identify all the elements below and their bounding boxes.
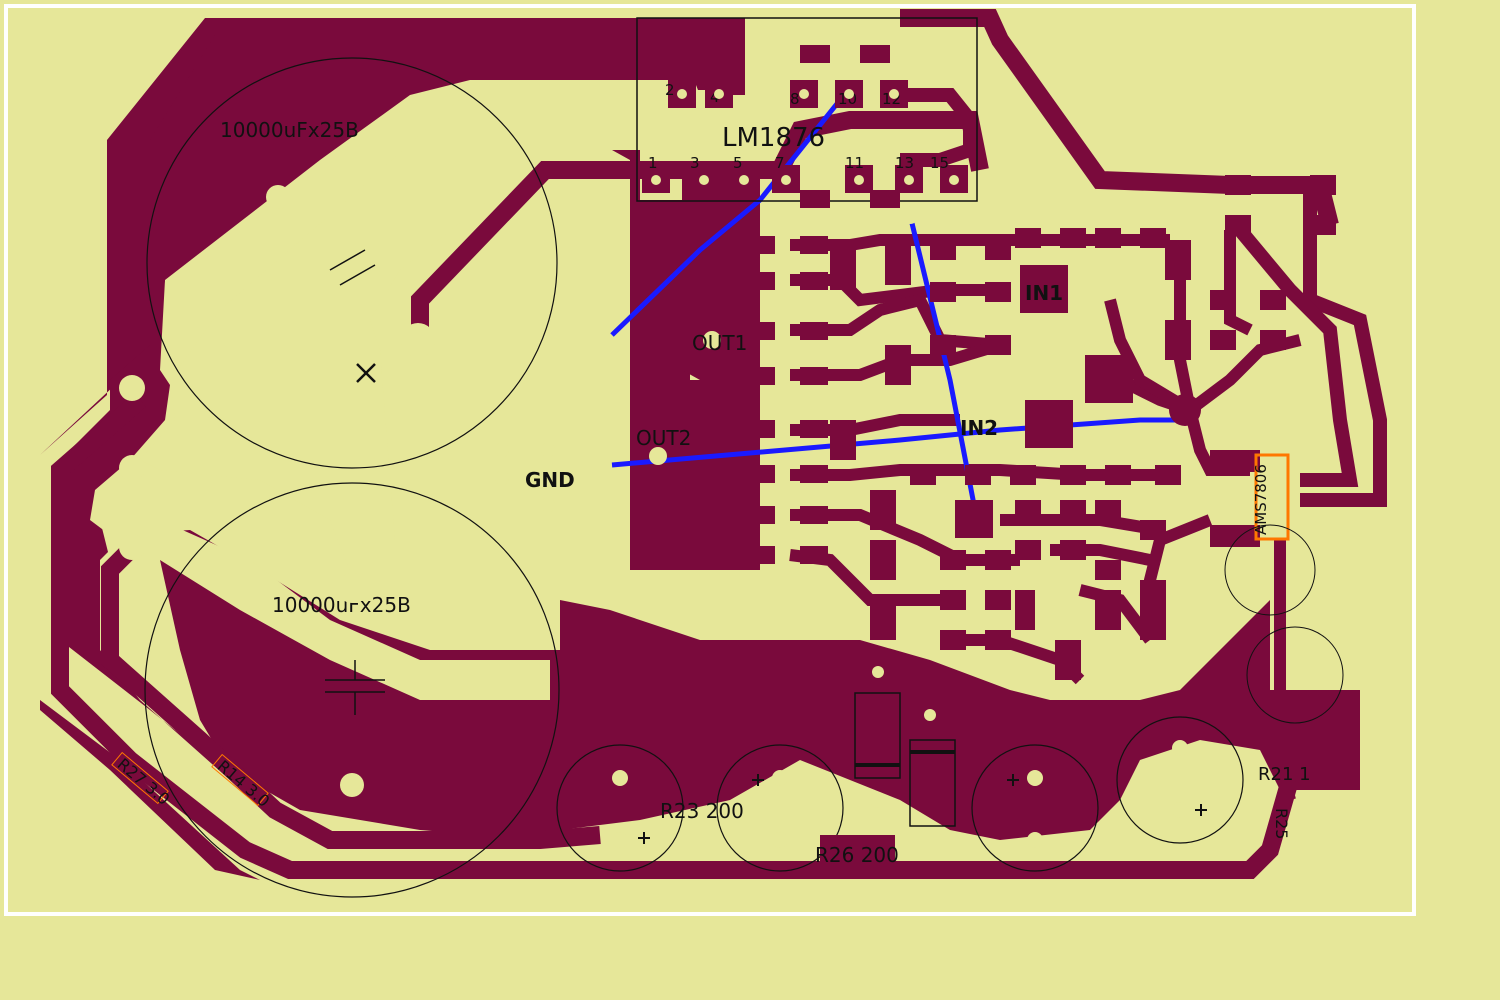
regulator-ams7806: AMS7806 bbox=[1252, 453, 1290, 541]
board-outline bbox=[4, 4, 1416, 916]
in1-label: IN1 bbox=[1025, 281, 1063, 305]
capacitor-top-label: 10000uFx25B bbox=[220, 118, 359, 142]
small-caps-right bbox=[1224, 524, 1344, 724]
in2-label: IN2 bbox=[960, 416, 998, 440]
mounting-holes bbox=[119, 206, 919, 560]
ic-pin-numbers: 2 4 8 10 12 1 3 5 7 11 13 15 bbox=[648, 81, 949, 172]
svg-text:1: 1 bbox=[648, 154, 658, 172]
r23-label: R23 200 bbox=[660, 799, 744, 823]
trace-right-2 bbox=[1234, 225, 1359, 487]
pour-cutout-1 bbox=[140, 90, 760, 580]
trace-ic-top bbox=[890, 88, 977, 167]
diodes bbox=[854, 692, 956, 827]
in2-pad-2 bbox=[955, 500, 993, 538]
capacitor-top: 10000uFx25B bbox=[146, 57, 558, 469]
cross-icon bbox=[356, 363, 376, 383]
trace-outer-2 bbox=[101, 543, 601, 849]
r25-label: R25 bbox=[1272, 808, 1291, 839]
in2-pad bbox=[1025, 400, 1073, 448]
svg-text:2: 2 bbox=[665, 81, 675, 99]
out2-label: OUT2 bbox=[636, 426, 691, 450]
gnd-label: GND bbox=[525, 468, 575, 492]
in1-pad-2 bbox=[1085, 355, 1133, 403]
capacitor-bottom: 10000uFx25B bbox=[144, 482, 560, 898]
r26-label: R26 200 bbox=[815, 843, 899, 867]
jumper-2 bbox=[611, 417, 1180, 468]
copper-out1-block bbox=[682, 170, 760, 380]
trace-outer-1 bbox=[51, 393, 1299, 879]
connector-labels: OUT1 OUT2 GND IN1 IN2 bbox=[525, 265, 1201, 538]
svg-text:3: 3 bbox=[690, 154, 700, 172]
out1-label: OUT1 bbox=[692, 331, 747, 355]
capacitor-icon bbox=[329, 249, 376, 286]
jumper-1 bbox=[610, 98, 842, 337]
svg-text:5: 5 bbox=[733, 154, 743, 172]
svg-text:13: 13 bbox=[895, 154, 914, 172]
r26-pad bbox=[820, 835, 895, 867]
svg-text:8: 8 bbox=[790, 90, 800, 108]
star-ground bbox=[1169, 394, 1201, 426]
trace-outer-3 bbox=[411, 111, 989, 340]
plus-icon bbox=[638, 774, 1207, 844]
svg-text:4: 4 bbox=[710, 88, 720, 106]
r21-label: R21 1 bbox=[1258, 764, 1311, 785]
ic-name: LM1876 bbox=[722, 123, 825, 153]
capacitor-icon-bottom bbox=[325, 660, 385, 715]
svg-text:11: 11 bbox=[845, 154, 864, 172]
svg-text:15: 15 bbox=[930, 154, 949, 172]
smd-pads bbox=[755, 45, 1336, 680]
caps-bottom-row bbox=[556, 666, 1244, 872]
trace-right-edge bbox=[1300, 190, 1387, 507]
pour-cutout-2 bbox=[100, 520, 550, 700]
ic-pin-holes bbox=[651, 89, 959, 185]
copper-pour-center bbox=[60, 35, 1360, 840]
in1-pad bbox=[1020, 265, 1068, 313]
regulator-label: AMS7806 bbox=[1252, 464, 1270, 535]
svg-text:7: 7 bbox=[775, 154, 785, 172]
ic-lm1876: LM1876 2 4 8 10 12 1 3 5 7 11 13 15 bbox=[636, 17, 978, 202]
